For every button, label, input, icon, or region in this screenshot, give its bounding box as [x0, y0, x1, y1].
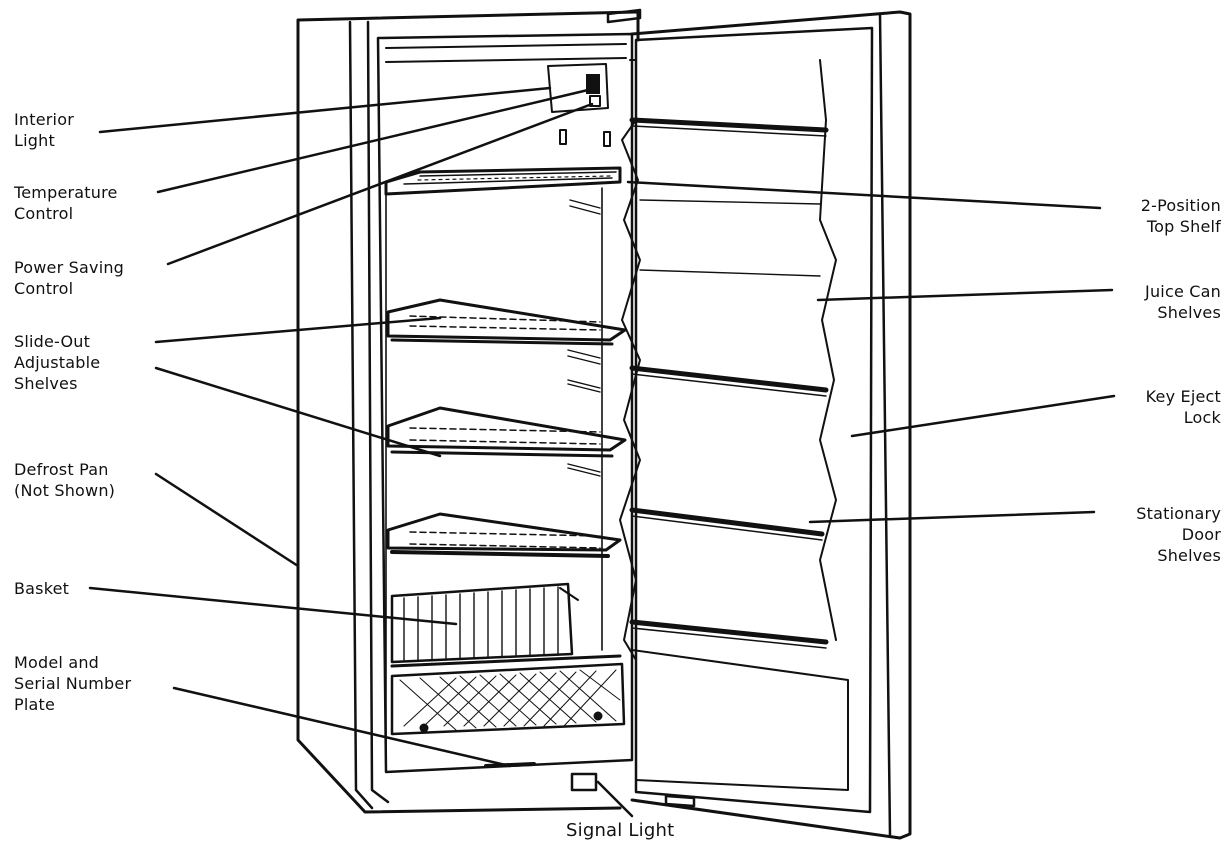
- cabinet-outline: [296, 10, 640, 814]
- leader-model-plate: [172, 686, 512, 768]
- door: [606, 8, 912, 840]
- leader-interior-light: [98, 86, 552, 134]
- interior-liner: [376, 32, 634, 774]
- leader-top-shelf: [626, 180, 1102, 210]
- label-basket: Basket: [14, 579, 70, 598]
- bottom-grille: [390, 662, 626, 736]
- leader-power-saving-control: [166, 102, 594, 266]
- leader-temperature-control: [156, 88, 590, 194]
- slide-out-shelf-2: [386, 406, 627, 458]
- signal-light-housing: [570, 772, 598, 792]
- leader-slide-out-shelf-2: [154, 366, 442, 458]
- leader-juice-can: [816, 288, 1114, 302]
- label-signal-light: Signal Light: [566, 820, 675, 841]
- basket: [390, 582, 622, 668]
- leader-slide-out-shelf-1: [154, 316, 442, 344]
- leader-stationary-shelves: [808, 510, 1096, 524]
- leader-signal-light: [596, 780, 634, 818]
- leader-key-eject: [850, 394, 1116, 438]
- leader-basket: [88, 586, 458, 626]
- label-defrost-pan: Defrost Pan(Not Shown): [14, 460, 116, 500]
- top-shelf: [384, 166, 622, 196]
- slide-out-shelf-3: [386, 512, 622, 558]
- slide-out-shelf-1: [386, 298, 627, 346]
- leader-defrost-pan: [154, 472, 300, 568]
